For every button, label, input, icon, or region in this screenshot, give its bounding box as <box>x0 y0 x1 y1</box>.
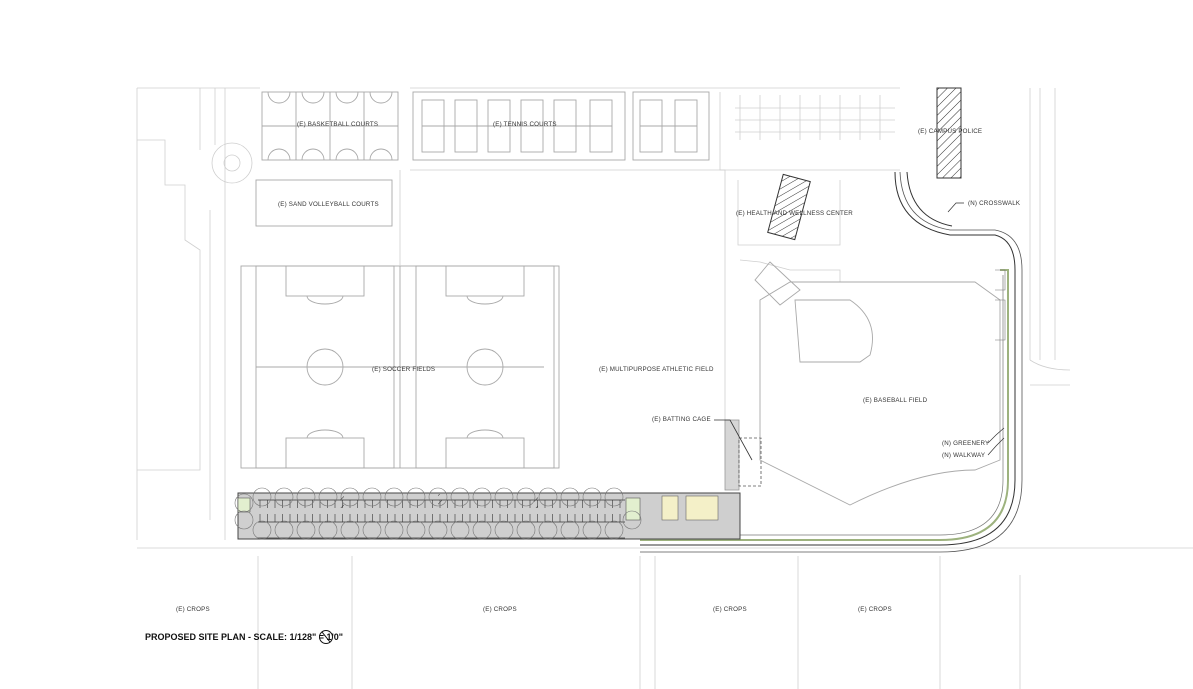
north-parking <box>719 92 900 171</box>
tree-canopy <box>604 487 624 507</box>
south-parking-lot <box>234 487 741 540</box>
baseball-field <box>754 261 1001 506</box>
tree-canopy <box>560 487 580 507</box>
label-crops-4: (E) CROPS <box>858 606 892 613</box>
tree-canopy <box>494 520 514 540</box>
tree-canopy <box>406 520 426 540</box>
batting-cage <box>714 419 762 491</box>
tree-canopy <box>252 487 272 507</box>
tree-canopy <box>560 520 580 540</box>
basketball-courts <box>261 91 399 161</box>
tree-canopy <box>582 487 602 507</box>
sand-volleyball-courts <box>255 179 393 227</box>
tree-canopy <box>450 487 470 507</box>
label-soccer-fields: (E) SOCCER FIELDS <box>372 366 435 373</box>
tree-canopy <box>428 520 448 540</box>
tree-canopy <box>622 510 642 530</box>
label-tennis-courts: (E) TENNIS COURTS <box>493 121 557 128</box>
tree-canopy <box>234 493 254 513</box>
soccer-fields <box>240 265 560 469</box>
leader-lines <box>947 202 1005 456</box>
label-greenery: (N) GREENERY <box>942 440 989 447</box>
tree-canopy <box>234 510 254 530</box>
drawing-title: PROPOSED SITE PLAN - SCALE: 1/128" = 1'0… <box>145 632 343 642</box>
label-crops-2: (E) CROPS <box>483 606 517 613</box>
tree-canopy <box>252 520 272 540</box>
tree-canopy <box>296 487 316 507</box>
tree-canopy <box>604 520 624 540</box>
tree-canopy <box>362 487 382 507</box>
tree-canopy <box>472 520 492 540</box>
tree-canopy <box>340 520 360 540</box>
tree-canopy <box>516 520 536 540</box>
campus-police-building <box>936 87 962 179</box>
label-multipurpose: (E) MULTIPURPOSE ATHLETIC FIELD <box>599 366 714 373</box>
label-basketball-courts: (E) BASKETBALL COURTS <box>297 121 378 128</box>
tree-canopy <box>274 487 294 507</box>
label-crosswalk: (N) CROSSWALK <box>968 200 1021 207</box>
tree-canopy <box>472 487 492 507</box>
label-campus-police: (E) CAMPUS POLICE <box>918 128 982 135</box>
label-crops-3: (E) CROPS <box>713 606 747 613</box>
label-batting-cage: (E) BATTING CAGE <box>652 416 711 423</box>
tree-canopy <box>296 520 316 540</box>
label-baseball-field: (E) BASEBALL FIELD <box>863 397 928 404</box>
tree-canopy <box>384 487 404 507</box>
tree-canopy <box>318 487 338 507</box>
label-walkway: (N) WALKWAY <box>942 452 985 459</box>
tree-canopy <box>450 520 470 540</box>
tree-canopy <box>406 487 426 507</box>
tree-canopy <box>494 487 514 507</box>
health-wellness-building <box>767 173 811 241</box>
tree-canopy <box>318 520 338 540</box>
multipurpose-field <box>399 169 726 470</box>
label-crops-1: (E) CROPS <box>176 606 210 613</box>
tree-canopy <box>538 487 558 507</box>
tree-canopy <box>582 520 602 540</box>
site-linework <box>136 87 1193 689</box>
tree-canopy <box>274 520 294 540</box>
label-health-wellness: (E) HEALTH AND WELLNESS CENTER <box>736 210 853 217</box>
tennis-courts <box>412 91 710 161</box>
tree-canopy <box>384 520 404 540</box>
tree-canopy <box>538 520 558 540</box>
north-arrow-icon <box>319 630 333 644</box>
tree-canopy <box>362 520 382 540</box>
label-sand-volleyball: (E) SAND VOLLEYBALL COURTS <box>278 201 379 208</box>
roundabout <box>211 142 253 184</box>
east-road-walkway <box>640 171 1023 553</box>
